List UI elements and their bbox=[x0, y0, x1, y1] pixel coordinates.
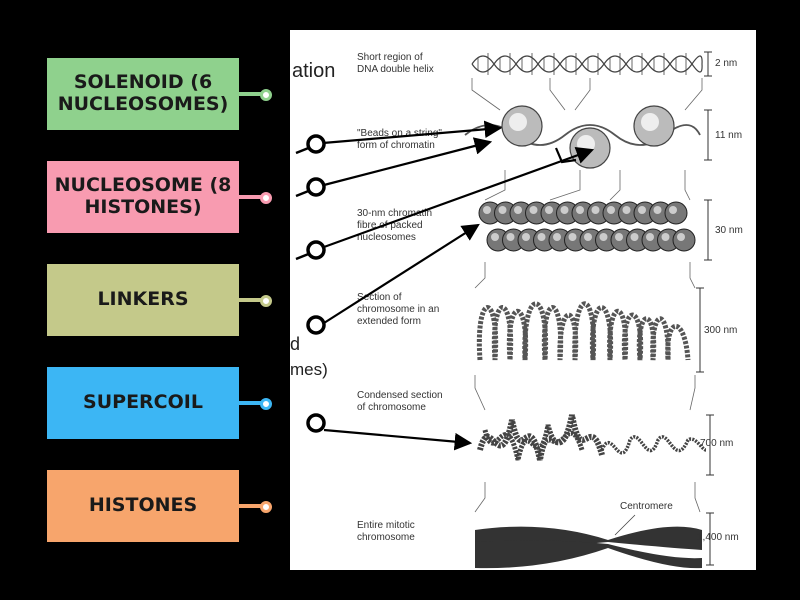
label-text: NUCLEOSOME (8 HISTONES) bbox=[54, 174, 232, 218]
connector-line bbox=[239, 92, 265, 96]
label-card-linkers[interactable]: LINKERS bbox=[47, 264, 239, 336]
drop-target[interactable] bbox=[306, 413, 326, 433]
fibre-highlight bbox=[669, 206, 677, 214]
fibre-highlight bbox=[529, 206, 538, 214]
caption-extended: Section of chromosome in an extended for… bbox=[357, 292, 440, 327]
fibre-highlight bbox=[599, 233, 608, 241]
label-card-nucleosome[interactable]: NUCLEOSOME (8 HISTONES) bbox=[47, 161, 239, 233]
size-1400nm: 1,400 nm bbox=[697, 532, 739, 543]
connector-line bbox=[239, 195, 265, 199]
caption-mitotic: Entire mitotic chromosome bbox=[357, 520, 415, 543]
fibre-highlight bbox=[653, 206, 662, 214]
label-card-histones[interactable]: HISTONES bbox=[47, 470, 239, 542]
label-card-supercoil[interactable]: SUPERCOIL bbox=[47, 367, 239, 439]
left-fragment-1: d bbox=[290, 334, 301, 354]
fibre-highlight bbox=[615, 233, 623, 241]
fibre-highlight bbox=[584, 233, 592, 241]
fibre-highlight bbox=[646, 233, 654, 241]
fibre-highlight bbox=[537, 233, 546, 241]
fibre-highlight bbox=[622, 206, 631, 214]
fibre-highlight bbox=[591, 206, 600, 214]
fibre-highlight bbox=[491, 233, 499, 241]
connector-line bbox=[239, 298, 265, 302]
fibre-highlight bbox=[553, 233, 561, 241]
fibre-highlight bbox=[630, 233, 639, 241]
size-2nm: 2 nm bbox=[715, 58, 738, 69]
connector-line bbox=[239, 401, 265, 405]
drop-target[interactable] bbox=[306, 240, 326, 260]
fibre-highlight bbox=[545, 206, 553, 214]
fibre-highlight bbox=[506, 233, 515, 241]
fibre-highlight bbox=[607, 206, 615, 214]
drop-target[interactable] bbox=[306, 134, 326, 154]
fibre-highlight bbox=[638, 206, 646, 214]
label-text: SOLENOID (6 NUCLEOSOMES) bbox=[57, 71, 229, 115]
fibre-highlight bbox=[576, 206, 584, 214]
drop-target[interactable] bbox=[306, 315, 326, 335]
fibre-nucleosome bbox=[664, 201, 688, 225]
size-700nm: 700 nm bbox=[700, 438, 734, 449]
extended-chromosome-loops bbox=[476, 301, 691, 361]
centromere-label: Centromere bbox=[620, 501, 673, 512]
size-30nm: 30 nm bbox=[715, 225, 743, 236]
connector-handle[interactable] bbox=[260, 398, 272, 410]
mitotic-chromosome bbox=[475, 526, 702, 569]
connector-handle[interactable] bbox=[260, 295, 272, 307]
size-300nm: 300 nm bbox=[704, 325, 738, 336]
caption-condensed: Condensed section of chromosome bbox=[357, 390, 443, 413]
caption-dna: Short region of DNA double helix bbox=[357, 52, 434, 75]
connector-handle[interactable] bbox=[260, 89, 272, 101]
label-text: LINKERS bbox=[97, 288, 189, 311]
fibre-nucleosome bbox=[672, 228, 696, 252]
fibre-highlight bbox=[522, 233, 530, 241]
chromatin-fibre bbox=[478, 201, 696, 252]
fibre-highlight bbox=[483, 206, 491, 214]
chromatin-figure: ation d mes) Short region of DNA double … bbox=[290, 30, 756, 570]
left-fragment-2: mes) bbox=[290, 360, 328, 379]
scale-bars bbox=[696, 51, 714, 566]
label-text: SUPERCOIL bbox=[83, 391, 203, 414]
connector-line bbox=[239, 504, 265, 508]
fibre-highlight bbox=[677, 233, 685, 241]
label-text: HISTONES bbox=[88, 494, 198, 517]
fibre-highlight bbox=[514, 206, 522, 214]
fibre-highlight bbox=[661, 233, 670, 241]
beads-on-string bbox=[464, 105, 701, 169]
fibre-highlight bbox=[560, 206, 569, 214]
fibre-highlight bbox=[568, 233, 577, 241]
title-fragment: ation bbox=[292, 60, 336, 82]
dna-helix bbox=[471, 53, 703, 75]
fibre-highlight bbox=[498, 206, 507, 214]
condensed-section bbox=[477, 414, 707, 461]
caption-fibre: 30-nm chromatin fibre of packed nucleoso… bbox=[357, 208, 433, 243]
label-card-solenoid[interactable]: SOLENOID (6 NUCLEOSOMES) bbox=[47, 58, 239, 130]
size-11nm: 11 nm bbox=[715, 130, 743, 141]
caption-beads: "Beads on a string" form of chromatin bbox=[357, 128, 442, 151]
connector-handle[interactable] bbox=[260, 501, 272, 513]
connector-handle[interactable] bbox=[260, 192, 272, 204]
drop-target[interactable] bbox=[306, 177, 326, 197]
